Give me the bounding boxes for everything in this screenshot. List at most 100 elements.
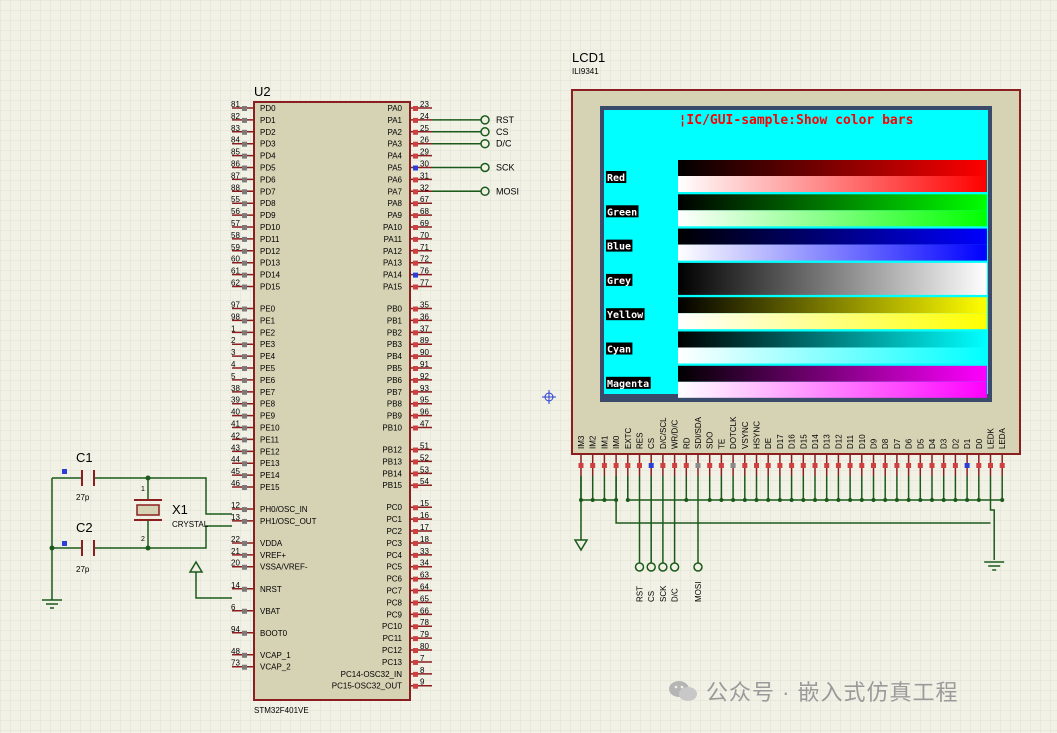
lcd-pin-d6[interactable]: D6	[905, 438, 914, 476]
lcd-pin-im1[interactable]: IM1	[600, 435, 609, 476]
lcd-pin-hsync[interactable]: HSYNC	[753, 421, 762, 476]
lcd-pin-wr-d-c[interactable]: WR/D/C	[671, 419, 680, 476]
net-label-rst[interactable]: RST	[432, 115, 515, 125]
lcd-pin-d1[interactable]: D1	[963, 438, 972, 476]
lcd-pin-d17[interactable]: D17	[776, 434, 785, 476]
net-label-mosi[interactable]: MOSI	[432, 186, 519, 196]
lcd-pin-res[interactable]: RES	[636, 433, 645, 476]
mcu-body[interactable]	[253, 101, 411, 701]
lcd-ili9341[interactable]: LCD1 ILI9341 ¦IC/GUI-sample:Show color b…	[571, 50, 1021, 476]
lcd-pin-im3[interactable]: IM3	[577, 435, 586, 476]
lcd-pin-d8[interactable]: D8	[881, 438, 890, 476]
net-label-d-c[interactable]: D/C	[432, 139, 512, 149]
net-label-cs[interactable]: CS	[432, 127, 509, 137]
lcd-pin-sdo[interactable]: SDO	[706, 432, 715, 476]
lcd-net-mosi[interactable]: MOSI	[693, 476, 703, 602]
lcd-pin-d7[interactable]: D7	[893, 438, 902, 476]
lcd-net-d-c[interactable]: D/C	[669, 476, 680, 602]
lcd-pin-d14[interactable]: D14	[811, 434, 820, 476]
lcd-pin-d3[interactable]: D3	[940, 438, 949, 476]
lcd-pin-cs[interactable]: CS	[647, 438, 656, 476]
net-label-sck[interactable]: SCK	[432, 163, 515, 173]
lcd-pin-d0[interactable]: D0	[975, 438, 984, 476]
capacitor-c2[interactable]: C2 27p	[62, 520, 95, 574]
lcd-pin-d13[interactable]: D13	[823, 434, 832, 476]
lcd-pin-leda[interactable]: LEDA	[998, 427, 1007, 476]
lcd-pin-d12[interactable]: D12	[834, 434, 843, 476]
lcd-pin-d9[interactable]: D9	[870, 438, 879, 476]
lcd-pin-d4[interactable]: D4	[928, 438, 937, 476]
lcd-pin-te[interactable]: TE	[717, 439, 726, 476]
lcd-net-sck[interactable]: SCK	[658, 476, 668, 602]
lcd-pin-d-c-scl[interactable]: D/C/SCL	[659, 417, 668, 476]
lcd-pin-dotclk[interactable]: DOTCLK	[729, 416, 738, 476]
lcd-pin-d16[interactable]: D16	[788, 434, 797, 476]
